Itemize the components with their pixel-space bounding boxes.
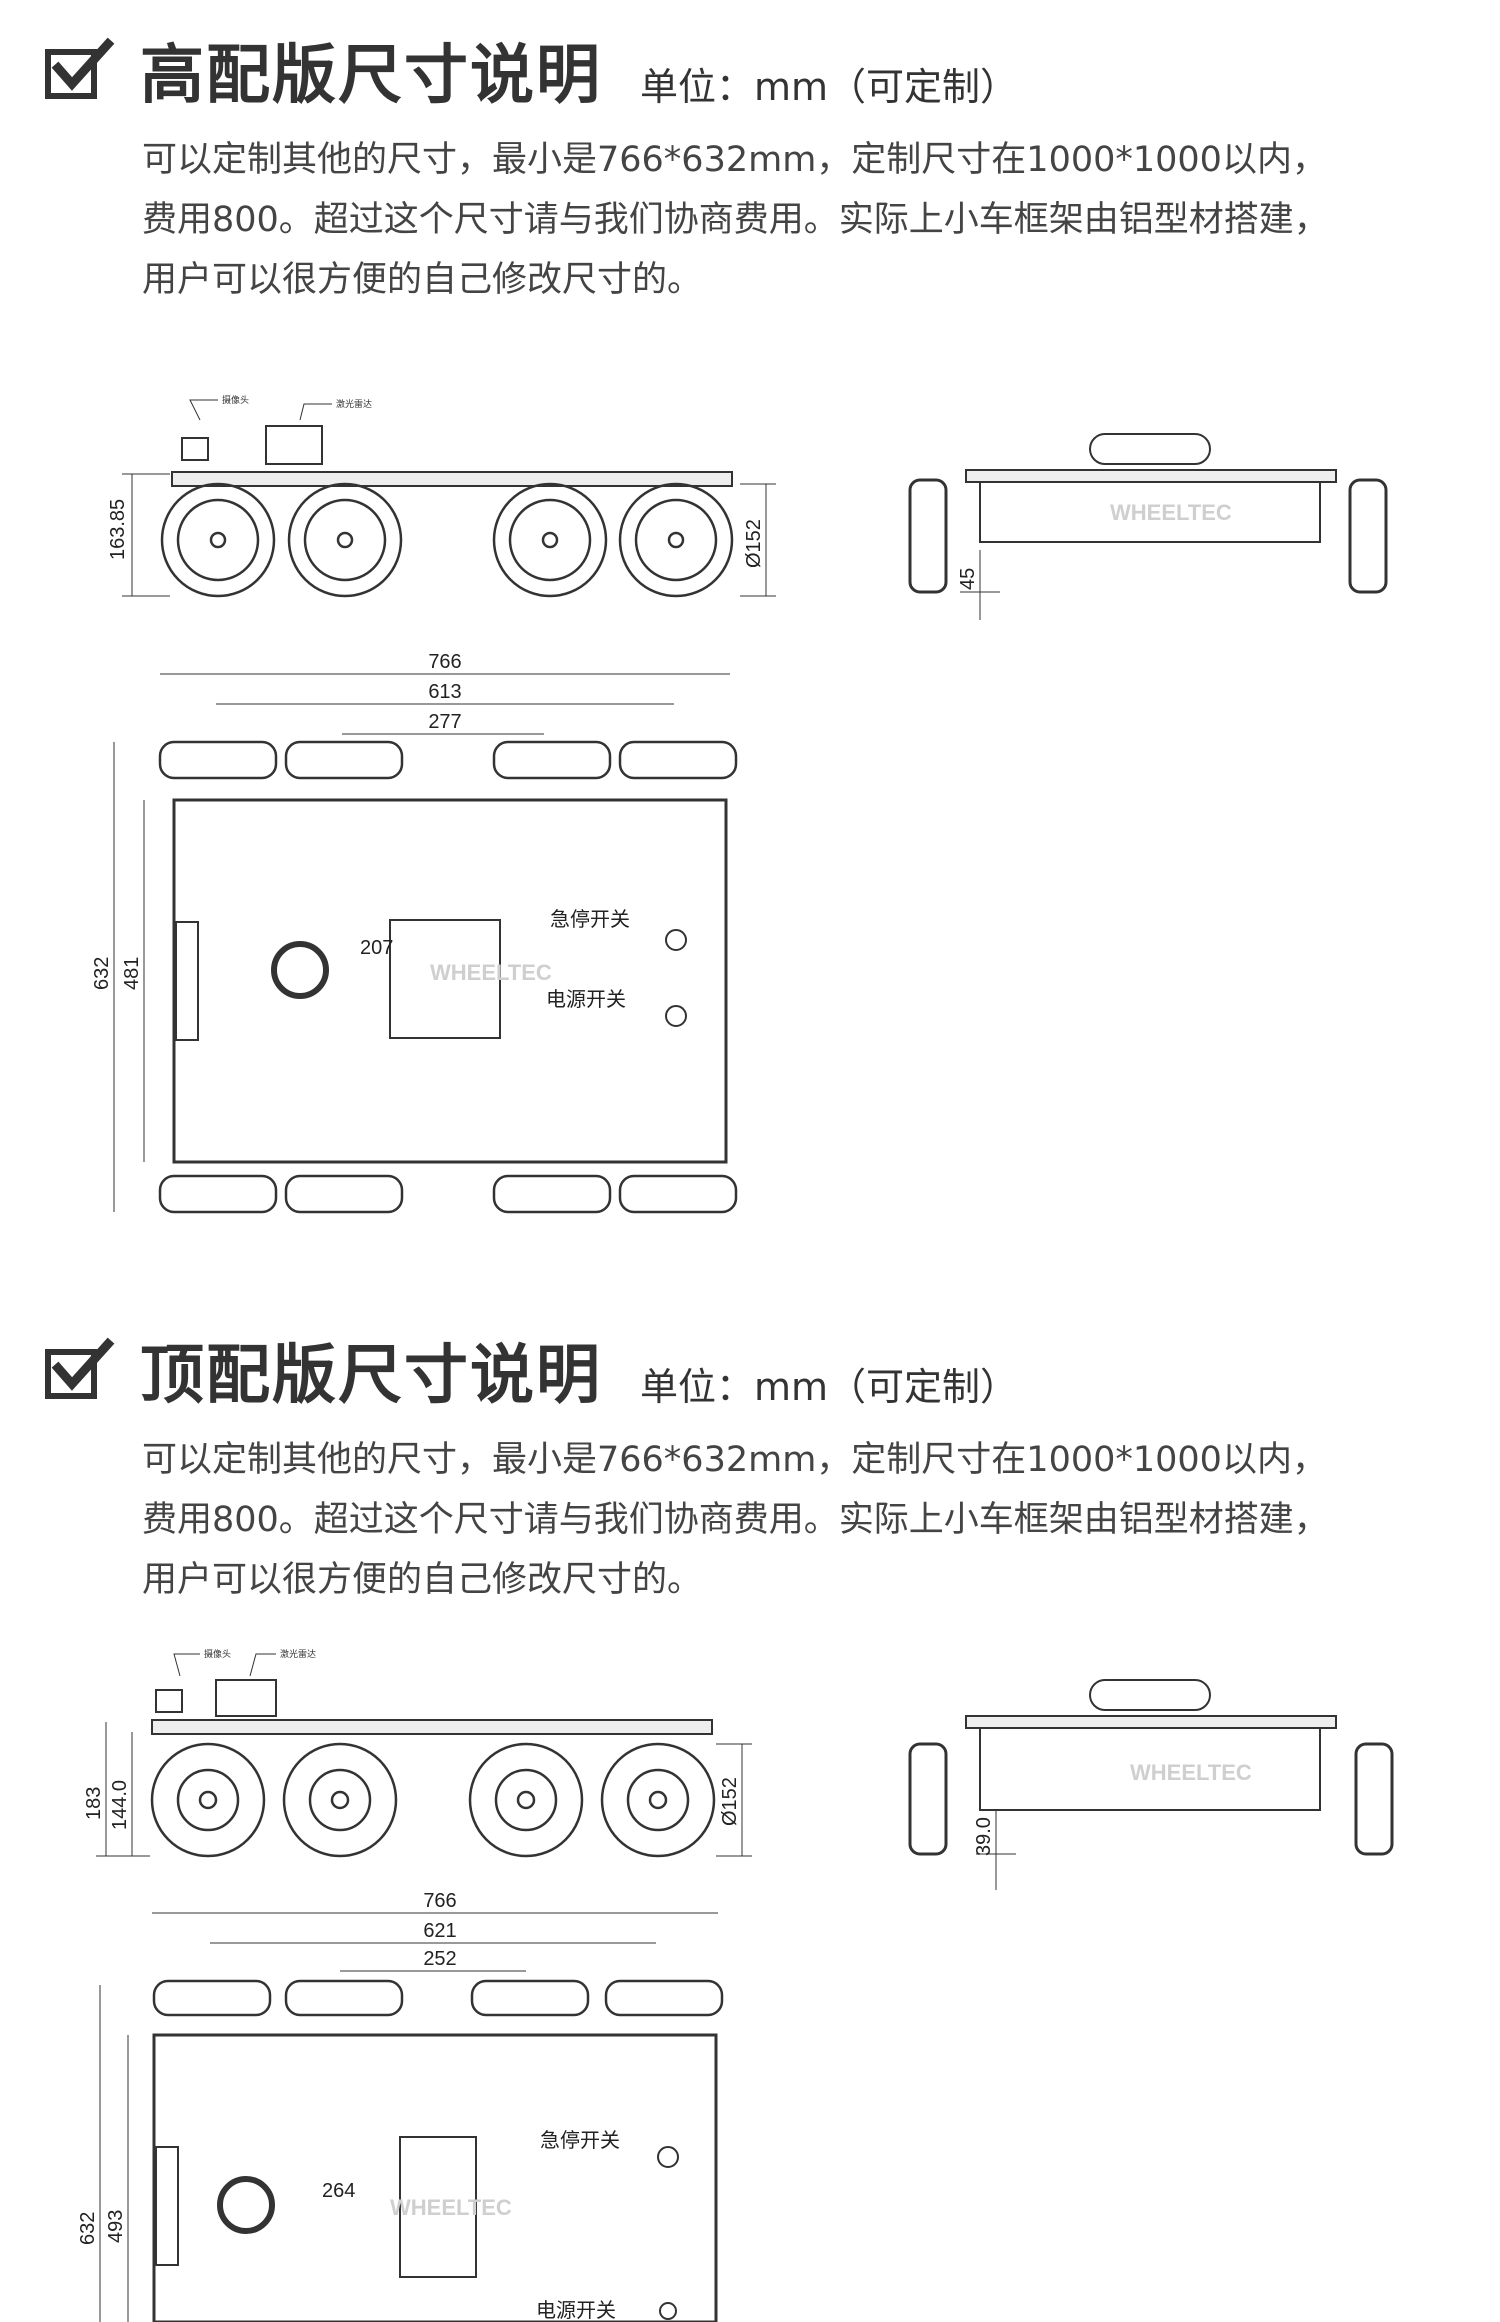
top-wheels bbox=[158, 740, 738, 1214]
wheel-diameter-value: Ø152 bbox=[719, 1777, 741, 1826]
description: 可以定制其他的尺寸，最小是766*632mm，定制尺寸在1000*1000以内，… bbox=[142, 1430, 1422, 1610]
description-line: 费用800。超过这个尺寸请与我们协商费用。实际上小车框架由铝型材搭建， bbox=[142, 200, 1329, 240]
clearance-value: 39.0 bbox=[973, 1817, 995, 1856]
camera-callout: 摄像头 激光雷达 bbox=[173, 1648, 316, 1677]
chassis-frame bbox=[965, 1715, 1337, 1729]
camera-shape bbox=[155, 1689, 183, 1713]
watermark: WHEELTEC bbox=[390, 2195, 512, 2220]
unit-note: 单位：mm（可定制） bbox=[640, 1365, 1019, 1409]
power-switch-label: 电源开关 bbox=[536, 2298, 616, 2322]
lidar-top bbox=[217, 2176, 275, 2234]
side-view-drawing: 摄像头 激光雷达 163.85 Ø152 bbox=[107, 394, 776, 598]
section-high-config: 高配版尺寸说明 单位：mm（可定制） 可以定制其他的尺寸，最小是766*632m… bbox=[40, 20, 1480, 1214]
inner-length-value: 493 bbox=[105, 2210, 127, 2243]
clearance-dimension bbox=[960, 550, 1000, 620]
lidar-dimension-value: 264 bbox=[322, 2180, 355, 2202]
length-value: 632 bbox=[77, 2212, 99, 2245]
motor-block bbox=[979, 481, 1321, 543]
inner-length-value: 481 bbox=[121, 957, 143, 990]
chassis-plate bbox=[172, 798, 728, 1164]
description-line: 用户可以很方便的自己修改尺寸的。 bbox=[142, 260, 703, 300]
lidar-shape bbox=[265, 425, 323, 465]
control-board bbox=[399, 2136, 477, 2278]
watermark: WHEELTEC bbox=[430, 960, 552, 985]
wheel-row bbox=[150, 1742, 716, 1858]
unit-note: 单位：mm（可定制） bbox=[640, 65, 1019, 109]
lidar-top bbox=[271, 941, 329, 999]
description-line: 费用800。超过这个尺寸请与我们协商费用。实际上小车框架由铝型材搭建， bbox=[142, 1500, 1329, 1540]
chassis-frame bbox=[965, 469, 1337, 483]
control-board bbox=[389, 919, 501, 1039]
power-switch-icon bbox=[659, 2302, 677, 2320]
length-dimensions bbox=[99, 1985, 129, 2322]
outer-axle-value: 613 bbox=[428, 681, 461, 703]
motor-block bbox=[979, 1727, 1321, 1811]
camera-label: 摄像头 bbox=[222, 394, 249, 406]
width-dimensions bbox=[160, 673, 730, 735]
chassis-frame bbox=[151, 1719, 713, 1735]
height-value: 163.85 bbox=[107, 499, 129, 560]
watermark: WHEELTEC bbox=[1130, 1760, 1252, 1785]
clearance-dimension bbox=[976, 1810, 1016, 1890]
section-title: 顶配版尺寸说明 bbox=[140, 1339, 602, 1413]
estop-button-icon bbox=[657, 2146, 679, 2168]
inner-axle-value: 277 bbox=[428, 711, 461, 733]
inner-axle-value: 252 bbox=[423, 1948, 456, 1970]
height-dimension bbox=[96, 1722, 752, 1857]
description-line: 用户可以很方便的自己修改尺寸的。 bbox=[142, 1560, 703, 1600]
wheel-row bbox=[160, 482, 734, 598]
checkbox-checked-icon bbox=[45, 37, 115, 99]
lidar-shape bbox=[1089, 1679, 1211, 1711]
side-view-drawing: 摄像头 激光雷达 183 144.0 Ø152 bbox=[83, 1648, 752, 1858]
estop-label: 急停开关 bbox=[550, 907, 630, 931]
camera-mount bbox=[155, 2146, 179, 2266]
lidar-shape bbox=[215, 1679, 277, 1717]
front-view-drawing: WHEELTEC 45 bbox=[908, 433, 1388, 620]
section-top-config: 顶配版尺寸说明 单位：mm（可定制） 可以定制其他的尺寸，最小是766*632m… bbox=[0, 1300, 1500, 2322]
overall-width-value: 766 bbox=[423, 1890, 456, 1912]
checkbox-checked-icon bbox=[45, 1337, 115, 1399]
length-value: 632 bbox=[91, 957, 113, 990]
lidar-label: 激光雷达 bbox=[336, 398, 372, 410]
lidar-shape bbox=[1089, 433, 1211, 465]
right-wheel bbox=[1354, 1742, 1394, 1856]
section-title: 高配版尺寸说明 bbox=[140, 39, 602, 113]
lidar-dimension-value: 207 bbox=[360, 937, 393, 959]
chassis-plate bbox=[152, 2033, 718, 2322]
top-wheels bbox=[152, 1979, 724, 2017]
top-view-drawing: 766 621 252 264 WHEELTEC 急停开关 电源开关 632 4… bbox=[77, 1890, 724, 2322]
clearance-value: 45 bbox=[957, 568, 979, 590]
left-wheel bbox=[908, 478, 948, 594]
top-view-drawing: 766 613 277 207 WHEELTEC 急停开关 电源开关 632 4… bbox=[91, 651, 738, 1214]
chassis-frame bbox=[171, 471, 733, 487]
outer-axle-value: 621 bbox=[423, 1920, 456, 1942]
overall-width-value: 766 bbox=[428, 651, 461, 673]
section-header: 顶配版尺寸说明 单位：mm（可定制） bbox=[40, 1320, 1480, 1413]
description: 可以定制其他的尺寸，最小是766*632mm，定制尺寸在1000*1000以内，… bbox=[142, 130, 1422, 310]
estop-label: 急停开关 bbox=[540, 2128, 620, 2152]
description-line: 可以定制其他的尺寸，最小是766*632mm，定制尺寸在1000*1000以内， bbox=[142, 1440, 1327, 1480]
front-view-drawing: WHEELTEC 39.0 bbox=[908, 1679, 1394, 1890]
height-value-2: 144.0 bbox=[109, 1780, 131, 1830]
power-switch-icon bbox=[665, 1005, 687, 1027]
camera-label: 摄像头 bbox=[204, 1648, 231, 1660]
lidar-label: 激光雷达 bbox=[280, 1648, 316, 1660]
camera-shape bbox=[181, 437, 209, 461]
watermark: WHEELTEC bbox=[1110, 500, 1232, 525]
camera-mount bbox=[175, 921, 199, 1041]
length-dimensions bbox=[113, 742, 145, 1212]
section-header: 高配版尺寸说明 单位：mm（可定制） bbox=[40, 20, 1480, 113]
estop-button-icon bbox=[665, 929, 687, 951]
right-wheel bbox=[1348, 478, 1388, 594]
height-value: 183 bbox=[83, 1787, 105, 1820]
wheel-diameter-value: Ø152 bbox=[743, 519, 765, 568]
width-dimensions bbox=[152, 1912, 718, 1972]
power-switch-label: 电源开关 bbox=[546, 987, 626, 1011]
description-line: 可以定制其他的尺寸，最小是766*632mm，定制尺寸在1000*1000以内， bbox=[142, 140, 1327, 180]
height-dimension bbox=[122, 473, 776, 597]
camera-callout: 摄像头 激光雷达 bbox=[189, 394, 372, 421]
left-wheel bbox=[908, 1742, 948, 1856]
